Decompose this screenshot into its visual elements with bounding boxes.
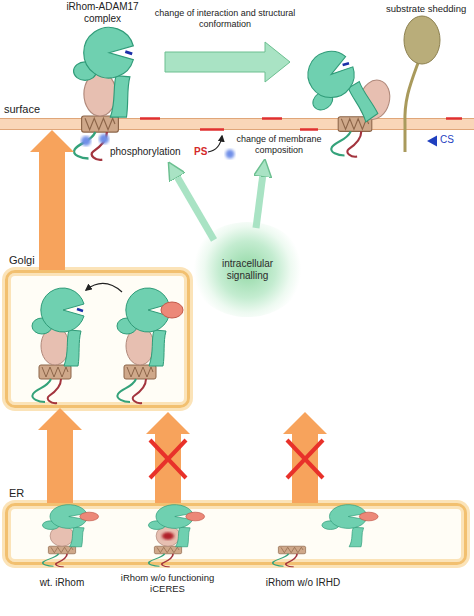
prodomain [186, 512, 205, 521]
irhom-adam17-complex [117, 288, 183, 403]
signal-arrow [256, 166, 264, 228]
ps-segment [300, 128, 318, 131]
transmembrane-domain [331, 117, 372, 157]
irhom-domain [84, 72, 116, 116]
node-title: surface [4, 103, 40, 116]
phosphate-dot [81, 136, 91, 146]
adam17-protein [291, 43, 383, 141]
cleavage-marker [427, 136, 437, 147]
irhom-without-irhd [273, 546, 306, 567]
signal-arrow [172, 168, 214, 240]
membrane-band: surface [0, 118, 474, 130]
node-title: intracellular signalling [208, 258, 288, 282]
irhom-domain [355, 77, 394, 123]
annotation-label: change of membrane composition [236, 134, 322, 156]
blocked-transport-arrow [283, 412, 327, 503]
free-adam17 [322, 505, 378, 547]
transmembrane-domain [149, 546, 182, 567]
irhom-domain [156, 526, 180, 547]
annotation-label: change of interaction and structural con… [150, 8, 300, 30]
transport-arrow [30, 130, 74, 270]
adam17-protein [117, 288, 169, 366]
prodomain [161, 302, 183, 318]
annotation-label: iRhom w/o IRHD [248, 577, 358, 589]
adam17-protein [148, 505, 192, 547]
adam17-protein [322, 505, 366, 547]
node-title: ER [9, 487, 24, 500]
blocked-transport-arrow [146, 412, 190, 503]
block-cross [287, 440, 323, 478]
iceres-defect [162, 532, 174, 540]
annotation-label: substrate shedding [386, 3, 466, 14]
annotation-label: iRhom-ADAM17 complex [55, 1, 150, 25]
irhom-domain [50, 526, 74, 547]
substrate-ectodomain [404, 16, 440, 64]
ps-segment [200, 128, 224, 131]
annotation-label: PS [194, 146, 207, 158]
annotation-label: iRhom w/o functioning iCERES [115, 572, 220, 595]
block-cross [150, 440, 186, 478]
curved-arrow [208, 136, 222, 152]
compartment-box: ER [5, 503, 467, 565]
ps-segment [140, 117, 160, 120]
substrate-stem [405, 63, 418, 152]
compartment-box: Golgi [5, 270, 190, 408]
ps-segment [446, 117, 462, 120]
change-arrow [165, 42, 290, 82]
irhom-adam17-complex [32, 288, 84, 403]
block-cross [287, 440, 323, 478]
transport-arrow [38, 408, 82, 503]
curved-arrow [86, 283, 122, 292]
phosphate-dot [99, 134, 109, 144]
irhom-adam17-complex [148, 505, 204, 567]
signalling-glow: intracellular signalling [190, 222, 305, 317]
prodomain [359, 512, 378, 521]
irhom-adam17-complex [74, 27, 134, 159]
adam17-protein [32, 288, 84, 366]
irhom-domain [126, 327, 154, 365]
transmembrane-domain [117, 365, 156, 403]
ps-segment [262, 117, 282, 120]
prodomain [80, 512, 99, 521]
annotation-label: wt. iRhom [20, 577, 104, 589]
block-cross [150, 440, 186, 478]
annotation-label: CS [440, 134, 454, 146]
adam17-protein [42, 505, 86, 547]
transmembrane-domain [43, 546, 76, 567]
phosphate-dot [226, 150, 235, 159]
adam17-protein [74, 27, 134, 117]
irhom-adam17-complex [42, 505, 98, 567]
transmembrane-domain [273, 546, 306, 567]
irhom-domain [41, 327, 69, 365]
node-title: Golgi [9, 254, 35, 267]
annotation-label: phosphorylation [110, 146, 181, 158]
transmembrane-domain [32, 365, 71, 403]
